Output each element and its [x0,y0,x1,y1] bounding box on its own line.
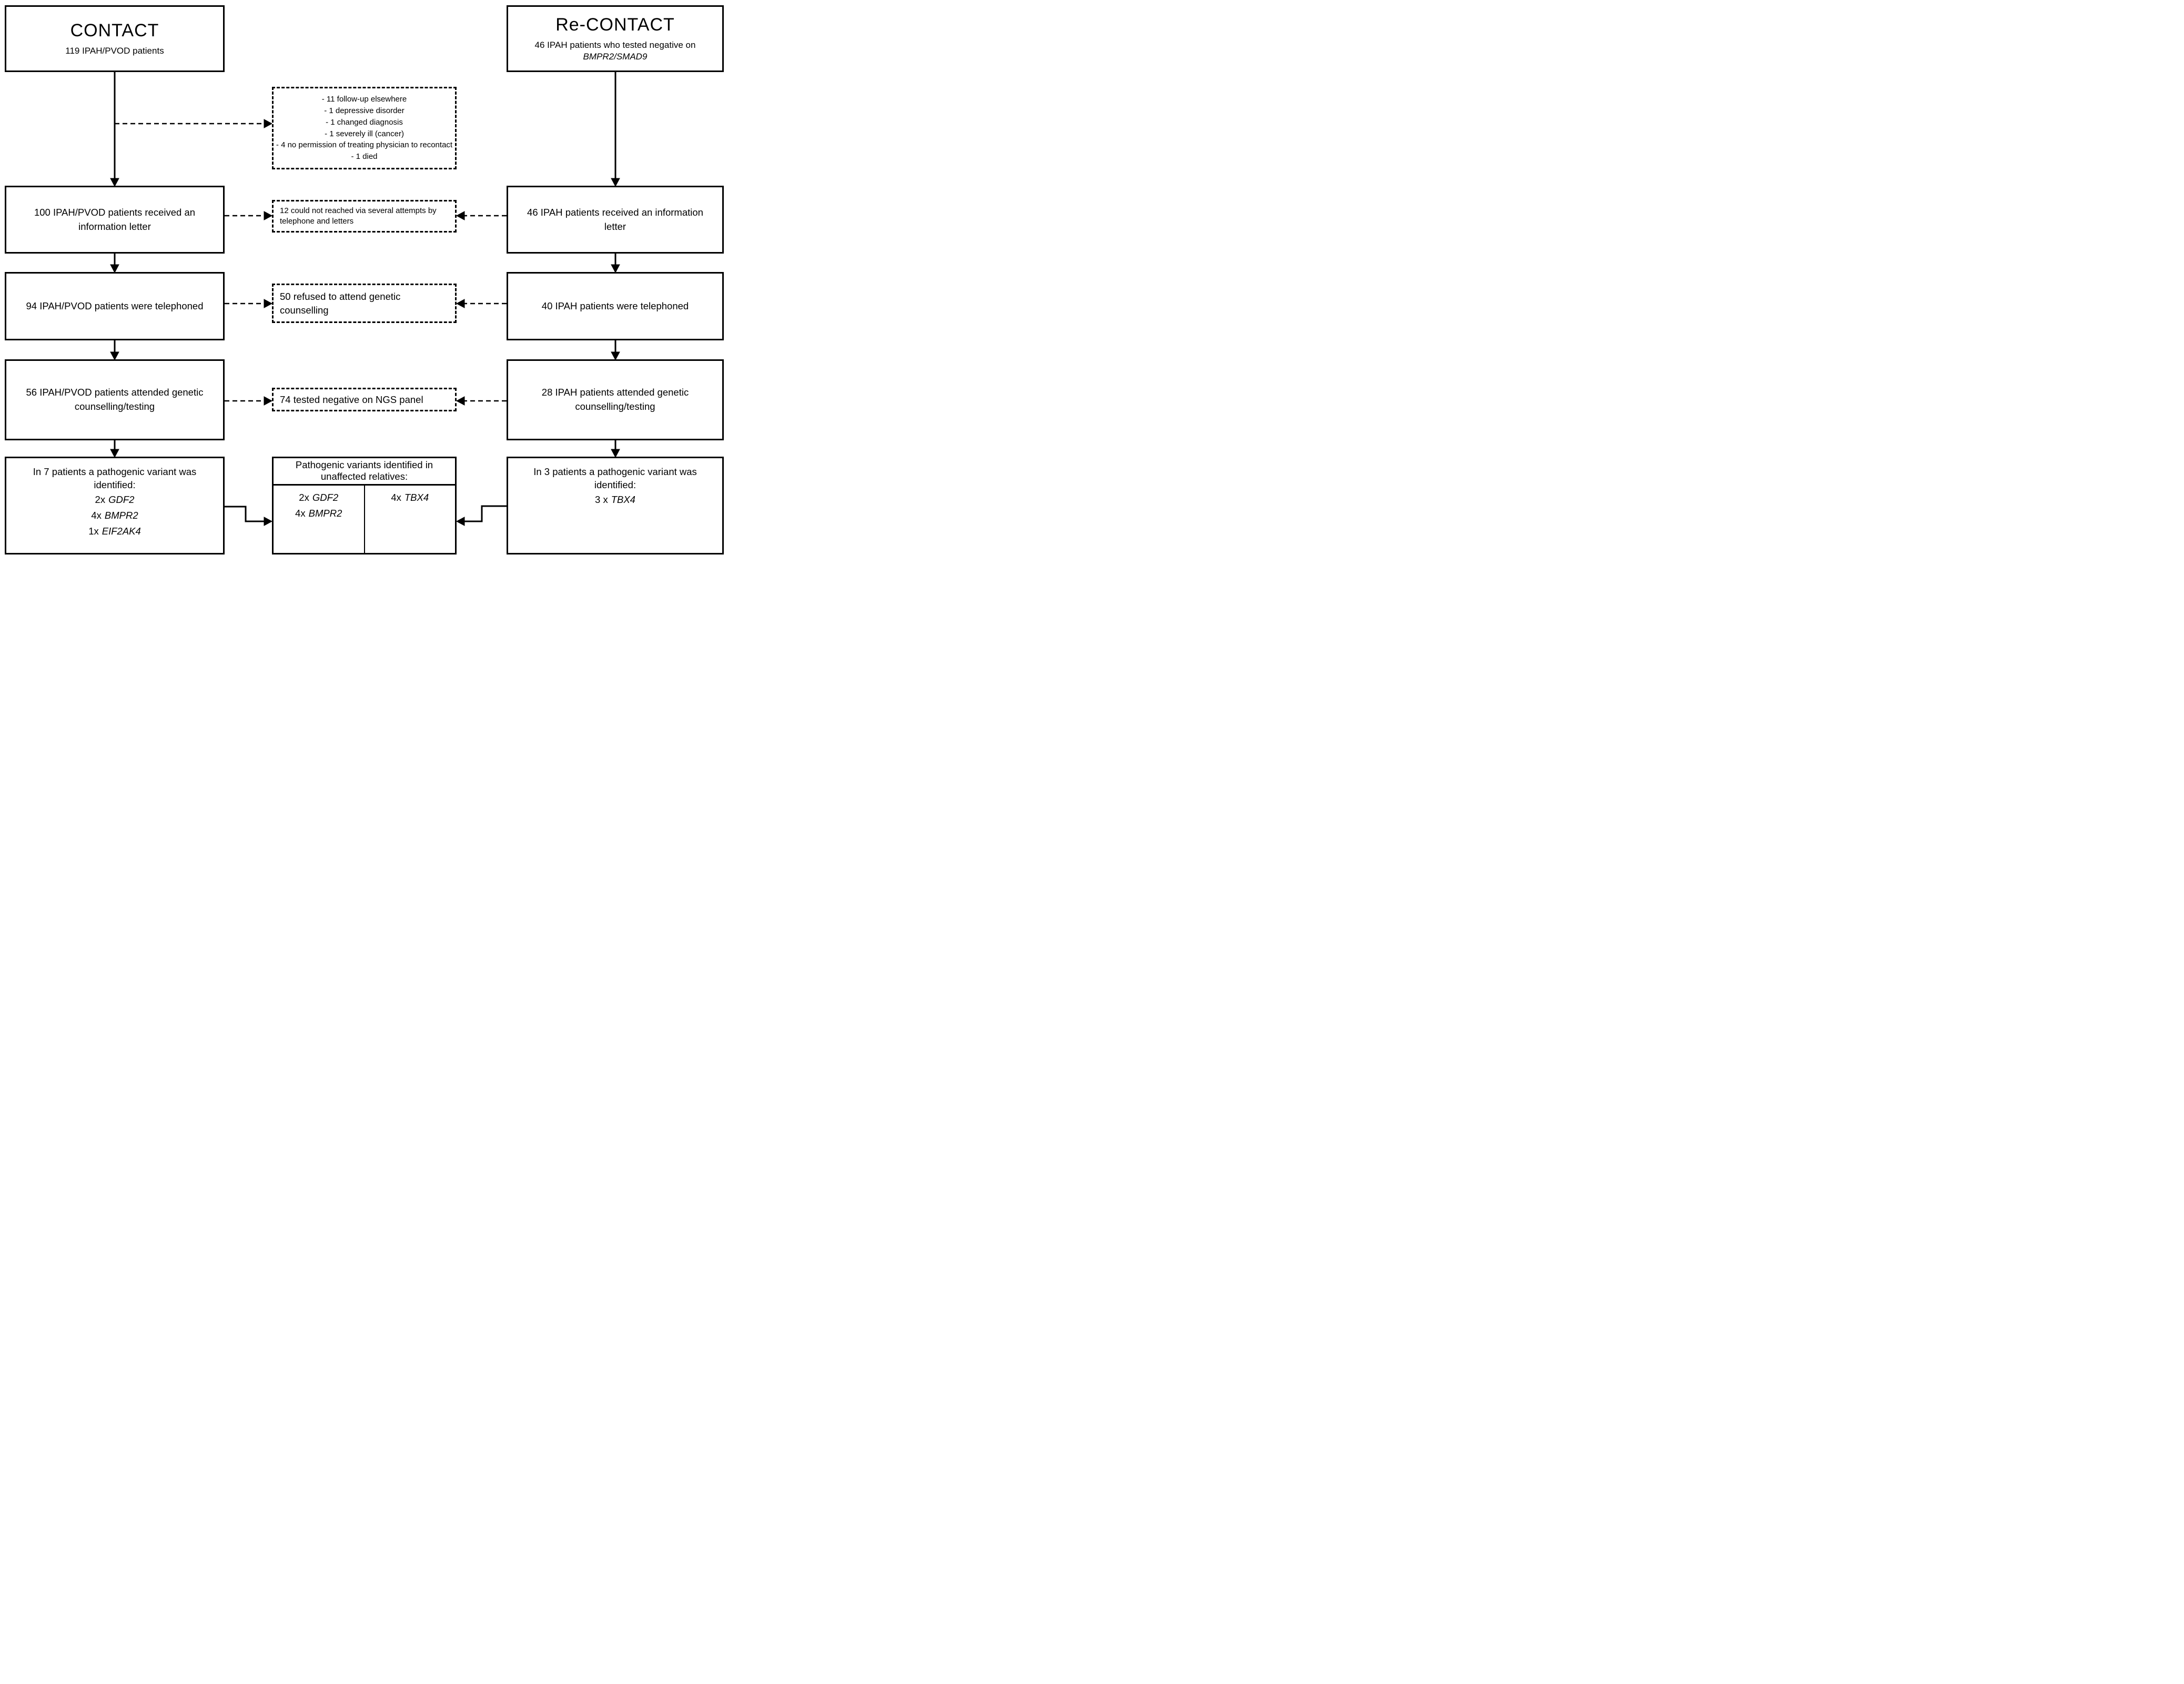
variant-gene: GDF2 [312,491,339,503]
relatives-box: Pathogenic variants identified in unaffe… [272,457,457,554]
contact-variants-box: In 7 patients a pathogenic variant was i… [5,457,225,554]
dashed-arrow-ngs-right-head [456,396,465,406]
flowchart-canvas: CONTACT 119 IPAH/PVOD patients Re-CONTAC… [0,0,728,561]
elbow-left-head [264,517,273,526]
ngs-negative-box: 74 tested negative on NGS panel [272,388,457,411]
contact-phone-text: 94 IPAH/PVOD patients were telephoned [26,300,204,311]
variant-count: 2x [95,493,106,505]
arrow-counselling-to-result-head-left [110,449,119,458]
elbow-left-variants-to-relatives [225,506,265,522]
recontact-phone-box: 40 IPAH patients were telephoned [507,272,724,340]
recontact-result-intro: In 3 patients a pathogenic variant was i… [533,466,697,490]
variant-gene: TBX4 [611,493,635,505]
refused-box: 50 refused to attend genetic counselling [272,284,457,323]
recontact-subtitle-text: 46 IPAH patients who tested negative on [534,39,696,50]
arrow-contact-to-letter-head [110,178,119,187]
recontact-counselling-box: 28 IPAH patients attended genetic counse… [507,359,724,440]
arrow-recontact-to-letter-head [611,178,620,187]
recontact-letter-text: 46 IPAH patients received an information… [527,206,703,232]
variant-gene: BMPR2 [308,507,342,519]
relatives-header: Pathogenic variants identified in unaffe… [274,458,455,486]
contact-letter-text: 100 IPAH/PVOD patients received an infor… [34,206,196,232]
contact-counselling-text: 56 IPAH/PVOD patients attended genetic c… [26,387,204,412]
variant-count: 3 x [595,493,608,505]
variant-gene: GDF2 [108,493,135,505]
dashed-arrow-notreached-left-head [264,211,273,220]
elbow-right-variants-to-relatives [464,505,507,522]
not-reached-text: 12 could not reached via several attempt… [280,206,437,226]
dashed-arrow-refused-left-head [264,299,273,308]
variant-count: 4x [91,509,102,521]
dashed-arrow-refused-right-head [456,299,465,308]
refused-text: 50 refused to attend genetic counselling [280,290,401,316]
contact-title: CONTACT [70,20,159,41]
recontact-counselling-text: 28 IPAH patients attended genetic counse… [541,387,689,412]
recontact-variants-box: In 3 patients a pathogenic variant was i… [507,457,724,554]
arrow-phone-to-counselling-head-left [110,351,119,361]
arrow-phone-to-counselling-head-right [611,351,620,361]
exclusion-item: - 1 depressive disorder [324,106,405,115]
arrow-letter-to-phone-head-right [611,264,620,274]
variant-count: 4x [391,491,401,503]
variant-count: 2x [299,491,309,503]
contact-subtitle: 119 IPAH/PVOD patients [65,46,164,56]
contact-phone-box: 94 IPAH/PVOD patients were telephoned [5,272,225,340]
variant-gene: TBX4 [404,491,429,503]
dashed-arrow-notreached-right-head [456,211,465,220]
exclusion-item: - 11 follow-up elsewhere [321,95,407,104]
recontact-phone-text: 40 IPAH patients were telephoned [541,300,689,311]
ngs-negative-text: 74 tested negative on NGS panel [280,394,423,405]
exclusion-item: - 4 no permission of treating physician … [276,140,453,150]
recontact-subtitle-genes: BMPR2/SMAD9 [583,52,648,62]
contact-result-intro: In 7 patients a pathogenic variant was i… [33,466,197,490]
variant-count: 1x [88,525,99,537]
variant-gene: BMPR2 [104,509,138,521]
variant-gene: EIF2AK4 [102,525,141,537]
exclusion-item: - 1 died [351,152,378,161]
exclusion-item: - 1 severely ill (cancer) [325,129,404,138]
contact-letter-box: 100 IPAH/PVOD patients received an infor… [5,186,225,254]
recontact-letter-box: 46 IPAH patients received an information… [507,186,724,254]
dashed-arrow-ngs-left-head [264,396,273,406]
recontact-header-box: Re-CONTACT 46 IPAH patients who tested n… [507,5,724,72]
recontact-subtitle: 46 IPAH patients who tested negative on … [535,39,696,63]
exclusion-item: - 1 changed diagnosis [326,117,403,127]
dashed-arrow-exclusions-head [264,119,273,128]
arrow-counselling-to-result-head-right [611,449,620,458]
connector-layer [110,72,620,526]
recontact-title: Re-CONTACT [555,14,675,35]
not-reached-box: 12 could not reached via several attempt… [272,200,457,233]
elbow-right-head [456,517,465,526]
contact-counselling-box: 56 IPAH/PVOD patients attended genetic c… [5,359,225,440]
arrow-letter-to-phone-head-left [110,264,119,274]
contact-header-box: CONTACT 119 IPAH/PVOD patients [5,5,225,72]
variant-count: 4x [295,507,306,519]
exclusions-box: - 11 follow-up elsewhere - 1 depressive … [272,87,457,169]
